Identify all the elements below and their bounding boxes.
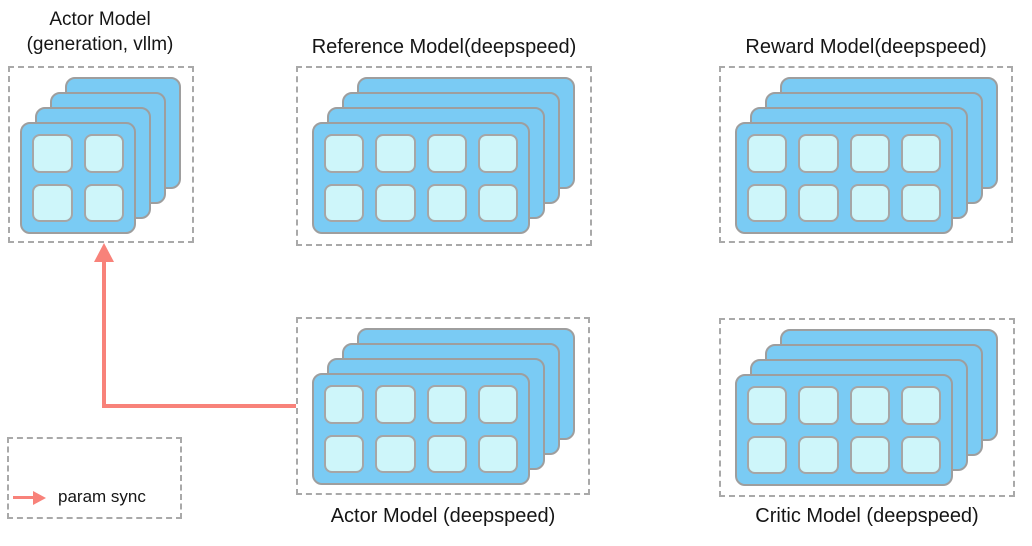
gpu-unit	[477, 385, 518, 424]
gpu-unit	[375, 385, 416, 424]
gpu-unit	[849, 183, 890, 222]
gpu-unit	[375, 134, 416, 173]
gpu-card-front	[312, 373, 530, 485]
gpu-unit	[747, 386, 788, 425]
gpu-unit	[747, 183, 788, 222]
reward-model-box	[719, 66, 1013, 243]
gpu-unit	[900, 435, 941, 474]
gpu-card-front	[312, 122, 530, 234]
gpu-card-front	[735, 122, 953, 234]
gpu-unit	[426, 134, 467, 173]
gpu-unit	[426, 385, 467, 424]
gpu-unit	[798, 183, 839, 222]
gpu-unit	[477, 434, 518, 473]
gpu-unit	[426, 434, 467, 473]
gpu-unit	[324, 183, 365, 222]
gpu-unit	[900, 386, 941, 425]
gpu-unit	[849, 435, 890, 474]
gpu-unit	[32, 134, 73, 173]
param-sync-arrow-vertical-segment	[102, 260, 106, 408]
gpu-unit	[798, 386, 839, 425]
reward-model-title: Reward Model(deepspeed)	[745, 36, 987, 58]
param-sync-arrowhead-icon	[94, 243, 114, 262]
gpu-unit	[477, 183, 518, 222]
gpu-unit	[900, 183, 941, 222]
critic-model-box	[719, 318, 1015, 497]
gpu-unit	[798, 435, 839, 474]
param-sync-legend-label: param sync	[58, 487, 146, 506]
gpu-card-front	[735, 374, 953, 486]
gpu-unit	[83, 183, 124, 222]
param-sync-legend-arrow-line	[13, 496, 33, 499]
legend-box: param sync	[7, 437, 182, 519]
actor-vllm-title: Actor Model (generation, vllm)	[0, 7, 200, 57]
gpu-unit	[324, 134, 365, 173]
gpu-unit	[849, 386, 890, 425]
gpu-unit	[747, 435, 788, 474]
actor-deepspeed-title: Actor Model (deepspeed)	[330, 505, 556, 527]
param-sync-arrow-horizontal-segment	[102, 404, 296, 408]
gpu-unit	[798, 134, 839, 173]
actor-deepspeed-box	[296, 317, 590, 495]
actor-vllm-box	[8, 66, 194, 243]
gpu-unit	[477, 134, 518, 173]
gpu-unit	[426, 183, 467, 222]
gpu-unit	[375, 183, 416, 222]
gpu-unit	[324, 385, 365, 424]
reference-model-box	[296, 66, 592, 246]
gpu-unit	[324, 434, 365, 473]
gpu-unit	[375, 434, 416, 473]
actor-vllm-title-line1: Actor Model	[49, 9, 151, 30]
gpu-unit	[747, 134, 788, 173]
gpu-unit	[32, 183, 73, 222]
gpu-unit	[83, 134, 124, 173]
gpu-card-front	[20, 122, 136, 234]
gpu-unit	[849, 134, 890, 173]
reference-model-title: Reference Model(deepspeed)	[311, 36, 577, 58]
critic-model-title: Critic Model (deepspeed)	[755, 505, 979, 527]
param-sync-legend-arrowhead-icon	[33, 491, 46, 505]
actor-vllm-title-line2: (generation, vllm)	[26, 34, 174, 55]
gpu-unit	[900, 134, 941, 173]
